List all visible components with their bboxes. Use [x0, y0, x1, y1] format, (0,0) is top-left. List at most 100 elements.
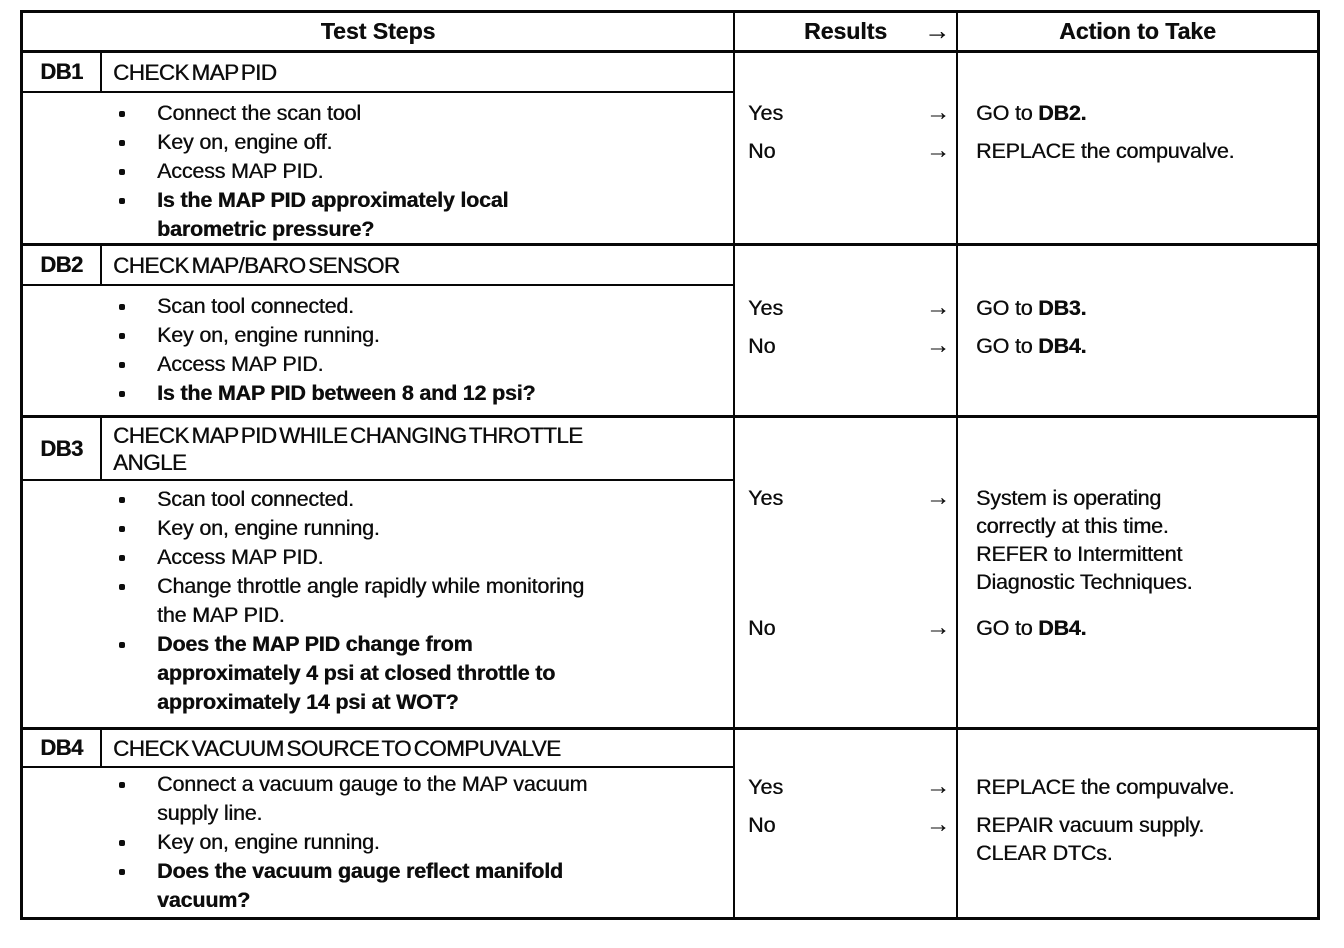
step-line: Connect the scan tool: [157, 101, 361, 125]
step-item: Key on, engine running.: [118, 321, 733, 350]
step-list: Scan tool connected. Key on, engine runni…: [118, 485, 733, 717]
action-line: GO to DB2.: [976, 99, 1317, 127]
step-line: Access MAP PID.: [157, 352, 324, 376]
step-item: Access MAP PID.: [118, 543, 733, 572]
action-text-segment: Diagnostic Techniques.: [976, 570, 1193, 594]
result-label: Yes: [748, 101, 784, 125]
result-cell: Yes →: [735, 773, 958, 801]
action-text-segment: DB2.: [1038, 101, 1087, 125]
header-action-label: Action to Take: [1059, 18, 1216, 44]
step-line: approximately 4 psi at closed throttle t…: [157, 661, 556, 685]
step-line: Is the MAP PID between 8 and 12 psi?: [157, 381, 536, 405]
action-line: CLEAR DTCs.: [976, 839, 1317, 867]
step-title-row: DB4 CHECK VACUUM SOURCE TO COMPUVALVE: [23, 730, 733, 768]
test-steps-cell: DB4 CHECK VACUUM SOURCE TO COMPUVALVE Conn…: [23, 730, 735, 917]
result-label: Yes: [748, 296, 784, 320]
step-item: Access MAP PID.: [118, 157, 733, 186]
result-label: No: [748, 139, 776, 163]
step-line: Change throttle angle rapidly while moni…: [157, 574, 585, 598]
right-arrow-icon: →: [926, 99, 950, 126]
result-cell: Yes→: [735, 294, 958, 322]
result-row: Yes→GO to DB3.: [735, 294, 1317, 322]
step-line: Key on, engine running.: [157, 323, 380, 347]
step-line: Key on, engine running.: [157, 830, 380, 854]
action-line: REPLACE the compuvalve.: [976, 773, 1317, 801]
step-line: Scan tool connected.: [157, 487, 354, 511]
step-id: DB4: [23, 730, 102, 766]
action-text-segment: REPAIR vacuum supply.: [976, 813, 1205, 837]
results-action-divider: [956, 418, 958, 727]
step-line: Key on, engine off.: [157, 130, 333, 154]
result-label: Yes: [748, 775, 784, 799]
result-cell: No→: [735, 811, 958, 839]
action-text-segment: GO to: [976, 616, 1039, 640]
step-line: the MAP PID.: [157, 603, 285, 627]
step-line: barometric pressure?: [157, 217, 375, 241]
result-row: No→ REPLACE the compuvalve.: [735, 137, 1317, 165]
result-row: No→ GO to DB4.: [735, 614, 1317, 642]
table-header-row: Test Steps Results → Action to Take: [23, 13, 1317, 53]
result-action-rows: Yes→GO to DB3.No→GO to DB4.: [735, 246, 1317, 415]
step-line: Is the MAP PID approximately local: [157, 188, 509, 212]
result-row: No→ REPAIR vacuum supply. CLEAR DTCs.: [735, 811, 1317, 867]
step-id: DB3: [23, 418, 102, 479]
header-action-to-take: Action to Take: [958, 13, 1317, 50]
action-cell: GO to DB3.: [958, 294, 1317, 322]
result-cell: No→: [735, 614, 958, 642]
action-line: correctly at this time.: [976, 512, 1317, 540]
result-cell: No→: [735, 137, 958, 165]
step-line: Key on, engine running.: [157, 516, 380, 540]
step-item: Scan tool connected.: [118, 292, 733, 321]
action-line: REPLACE the compuvalve.: [976, 137, 1317, 165]
action-line: System is operating: [976, 484, 1317, 512]
result-label: No: [748, 616, 776, 640]
action-line: REPAIR vacuum supply.: [976, 811, 1317, 839]
action-text-segment: CLEAR DTCs.: [976, 841, 1113, 865]
step-title: CHECK MAP/BARO SENSOR: [102, 246, 733, 284]
action-line: GO to DB4.: [976, 332, 1317, 360]
action-cell: GO to DB2.: [958, 99, 1317, 127]
result-label: No: [748, 813, 776, 837]
step-item: Change throttle angle rapidly while moni…: [118, 572, 733, 630]
step-item: Access MAP PID.: [118, 350, 733, 379]
step-title: CHECK MAP PID: [102, 53, 733, 91]
step-item: Key on, engine running.: [118, 514, 733, 543]
right-arrow-icon: →: [926, 773, 950, 800]
action-text-segment: GO to: [976, 101, 1039, 125]
step-title-line: ANGLE: [113, 449, 187, 475]
result-action-rows: Yes → GO to DB2. No→ REPLACE the compuvalve.: [735, 53, 1317, 243]
header-test-steps: Test Steps: [23, 13, 735, 50]
right-arrow-icon: →: [926, 332, 950, 359]
action-cell: REPAIR vacuum supply. CLEAR DTCs.: [958, 811, 1317, 867]
action-text-segment: System is operating: [976, 486, 1162, 510]
action-line: Diagnostic Techniques.: [976, 568, 1317, 596]
step-title-line: CHECK VACUUM SOURCE TO COMPUVALVE: [113, 735, 561, 761]
right-arrow-icon: →: [924, 14, 950, 45]
step-line: Access MAP PID.: [157, 545, 324, 569]
step-line: approximately 14 psi at WOT?: [157, 690, 459, 714]
step-list: Connect a vacuum gauge to the MAP vacuum…: [118, 770, 733, 915]
action-text-segment: DB4.: [1038, 616, 1087, 640]
step-item: Scan tool connected.: [118, 485, 733, 514]
step-line: Scan tool connected.: [157, 294, 354, 318]
header-results-label: Results: [803, 18, 888, 44]
results-action-divider: [956, 53, 958, 243]
step-list: Scan tool connected. Key on, engine runni…: [118, 292, 733, 408]
action-text-segment: REPLACE the compuvalve.: [976, 139, 1235, 163]
step-title: CHECK VACUUM SOURCE TO COMPUVALVE: [102, 730, 733, 766]
right-arrow-icon: →: [926, 484, 950, 511]
action-text-segment: REFER to Intermittent: [976, 542, 1183, 566]
step-item: Is the MAP PID approximately local barome…: [118, 186, 733, 243]
